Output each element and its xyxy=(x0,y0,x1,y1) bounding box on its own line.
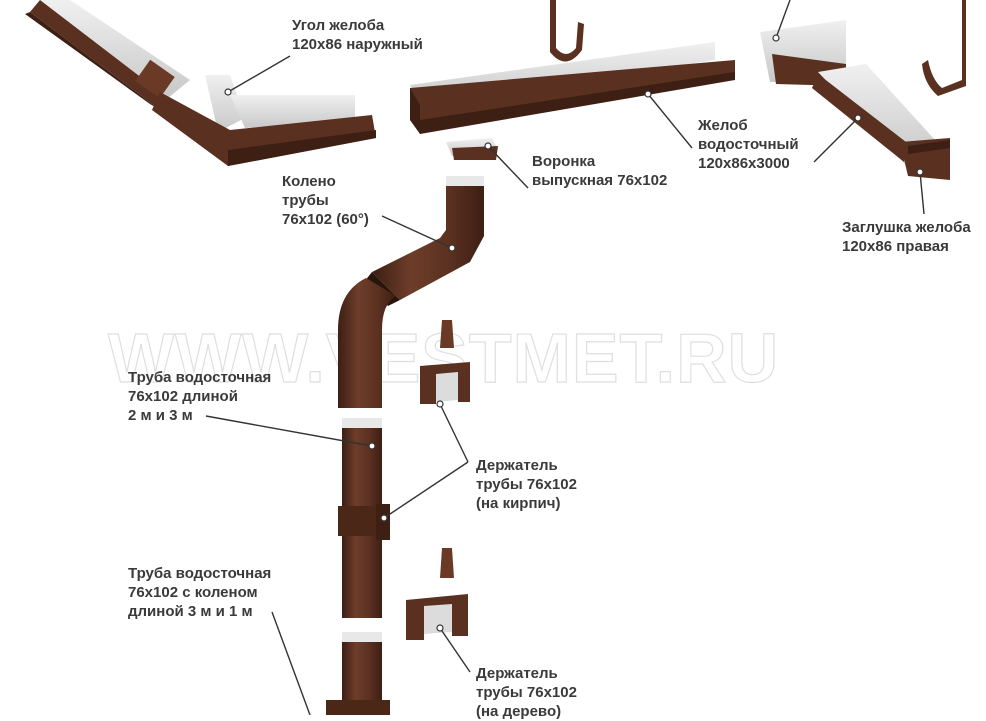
label-holder-brick-line2: трубы 76х102 xyxy=(476,476,577,493)
leader-holder-wood xyxy=(439,627,471,673)
leader-pipe xyxy=(205,415,373,447)
label-elbow-line1: Колено xyxy=(282,173,336,190)
holder-brick xyxy=(420,320,470,404)
label-holder-wood-line1: Держатель xyxy=(476,665,558,682)
label-endcap-line1: Заглушка желоба xyxy=(842,219,971,236)
label-holder-wood: Держатель трубы 76х102 (на дерево) xyxy=(476,664,577,721)
label-pipe-line3: 2 м и 3 м xyxy=(128,407,193,424)
label-pipe-elbow-line2: 76х102 с коленом xyxy=(128,584,258,601)
gutter-hook-right xyxy=(922,0,966,96)
pipe-elbow xyxy=(364,176,484,306)
label-pipe: Труба водосточная 76х102 длиной 2 м и 3 … xyxy=(128,368,271,425)
label-gutter: Желоб водосточный 120х86х3000 xyxy=(698,116,799,173)
label-pipe-elbow: Труба водосточная 76х102 с коленом длино… xyxy=(128,564,271,621)
label-pipe-line1: Труба водосточная xyxy=(128,369,272,386)
label-funnel-line2: выпускная 76х102 xyxy=(532,172,668,189)
leader-corner xyxy=(227,55,291,93)
label-holder-wood-line3: (на дерево) xyxy=(476,703,562,720)
gutter-corner xyxy=(152,75,376,166)
label-elbow: Колено трубы 76х102 (60°) xyxy=(282,172,369,229)
leader-top-right xyxy=(775,0,791,39)
label-holder-brick-line3: (на кирпич) xyxy=(476,495,561,512)
label-funnel: Воронка выпускная 76х102 xyxy=(532,152,667,190)
label-corner: Угол желоба 120х86 наружный xyxy=(292,16,423,54)
pipe-middle xyxy=(338,418,390,618)
funnel xyxy=(446,138,498,160)
leader-funnel xyxy=(487,145,529,189)
holder-wood xyxy=(406,548,468,640)
leader-dots xyxy=(224,34,924,632)
label-holder-brick-line1: Держатель xyxy=(476,457,558,474)
pipe-upper xyxy=(338,278,396,408)
leader-right-corner xyxy=(813,117,859,163)
label-funnel-line1: Воронка xyxy=(532,153,596,170)
gutter-main xyxy=(410,42,735,134)
gutter-hook-top xyxy=(550,0,584,62)
label-elbow-line2: трубы xyxy=(282,192,329,209)
label-gutter-line2: водосточный xyxy=(698,136,799,153)
label-pipe-line2: 76х102 длиной xyxy=(128,388,238,405)
leader-holder-brick-up xyxy=(439,403,469,463)
label-gutter-line1: Желоб xyxy=(698,117,748,134)
leader-lines xyxy=(205,0,925,715)
label-gutter-line3: 120х86х3000 xyxy=(698,155,790,172)
leader-pipe-elbow xyxy=(271,611,311,715)
label-pipe-elbow-line1: Труба водосточная xyxy=(128,565,272,582)
pipe-lower xyxy=(326,632,390,715)
leader-endcap xyxy=(919,171,925,215)
leader-holder-brick-down xyxy=(383,461,469,519)
label-holder-brick: Держатель трубы 76х102 (на кирпич) xyxy=(476,456,577,513)
label-pipe-elbow-line3: длиной 3 м и 1 м xyxy=(128,603,253,620)
label-elbow-line3: 76х102 (60°) xyxy=(282,211,369,228)
gutter-left-diagonal xyxy=(25,0,190,110)
label-holder-wood-line2: трубы 76х102 xyxy=(476,684,577,701)
leader-elbow xyxy=(381,215,453,249)
label-endcap-line2: 120х86 правая xyxy=(842,238,949,255)
leader-gutter xyxy=(647,93,693,149)
label-corner-line2: 120х86 наружный xyxy=(292,36,423,53)
label-endcap: Заглушка желоба 120х86 правая xyxy=(842,218,971,256)
label-corner-line1: Угол желоба xyxy=(292,17,385,34)
